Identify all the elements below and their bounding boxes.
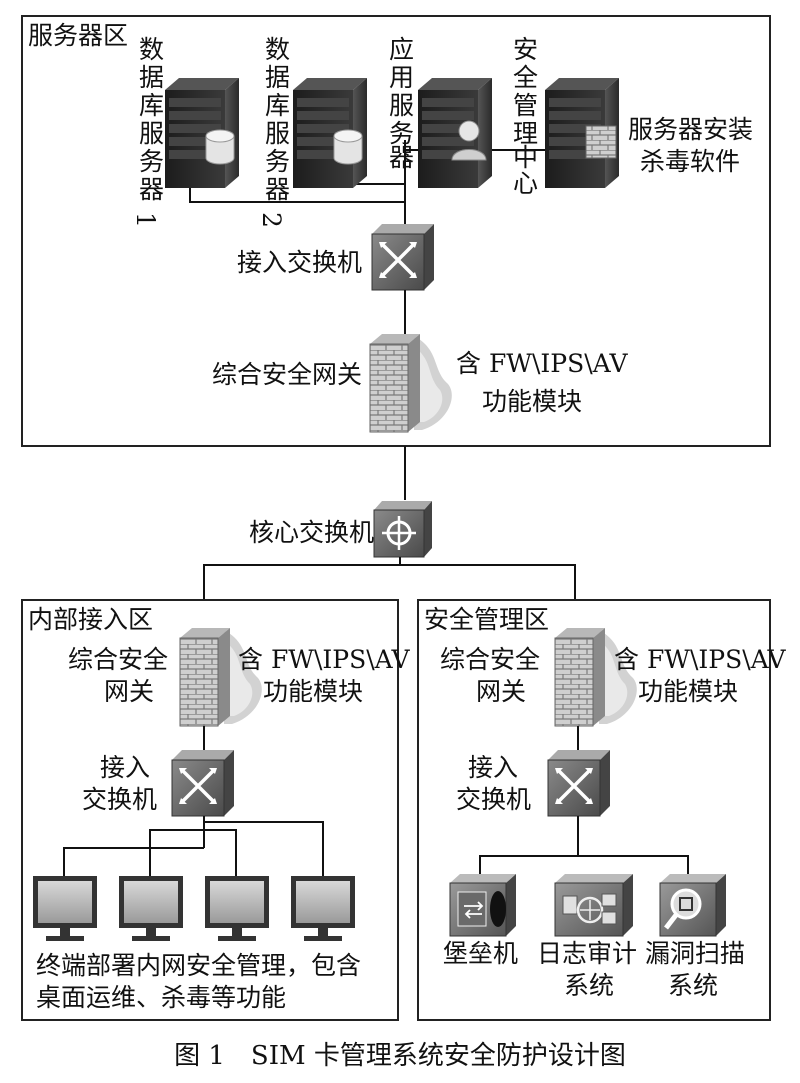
- svg-text:安: 安: [513, 35, 538, 64]
- gateway-note-line-2: 功能模块: [482, 387, 582, 416]
- sec-switch-icon: [546, 748, 612, 818]
- app-server-icon: [418, 78, 492, 188]
- mini-firewall-icon: [585, 125, 617, 159]
- figure-caption: 图 1 SIM 卡管理系统安全防护设计图: [174, 1041, 626, 1071]
- terminal-note-line-2: 桌面运维、杀毒等功能: [36, 983, 286, 1012]
- inner-switch-icon: [170, 748, 236, 818]
- svg-text:数: 数: [265, 35, 290, 64]
- server-zone-title: 服务器区: [28, 21, 128, 50]
- inner-switch-wiring: [63, 816, 324, 878]
- server-zone-box: [21, 15, 771, 447]
- core-switch-icon: [373, 501, 432, 558]
- svg-text:2: 2: [257, 212, 286, 228]
- svg-text:心: 心: [513, 169, 538, 198]
- svg-text:管: 管: [513, 91, 538, 120]
- vuln-scan-label-2: 系统: [668, 971, 718, 1000]
- svg-text:理: 理: [513, 119, 538, 148]
- vuln-scan-icon: [659, 874, 726, 937]
- sec-zone-title: 安全管理区: [424, 605, 549, 634]
- firewall-icon: [369, 333, 453, 433]
- log-audit-label-1: 日志审计: [537, 939, 637, 968]
- svg-text:服: 服: [389, 91, 414, 120]
- log-audit-icon: [554, 874, 633, 937]
- core-switch-label: 核心交换机: [249, 518, 374, 547]
- sec-gateway-label-2: 网关: [476, 677, 526, 706]
- inner-firewall-icon: [179, 627, 263, 727]
- inner-switch-label-2: 交换机: [82, 785, 157, 814]
- vuln-scan-label-1: 漏洞扫描: [645, 939, 745, 968]
- svg-text:务: 务: [265, 147, 290, 176]
- user-icon: [451, 120, 487, 161]
- svg-text:器: 器: [265, 175, 290, 204]
- inner-zone-box: [21, 599, 399, 1021]
- inner-gateway-note-2: 功能模块: [263, 677, 363, 706]
- bastion-host-icon: [449, 874, 516, 937]
- svg-text:数: 数: [139, 35, 164, 64]
- svg-text:应: 应: [389, 35, 414, 64]
- sec-switch-wiring: [479, 816, 689, 874]
- database-icon: [333, 129, 363, 165]
- svg-text:1: 1: [131, 212, 160, 228]
- av-note-line-1: 服务器安装: [628, 115, 753, 144]
- gateway-note-line-1: 含 FW\IPS\AV: [456, 349, 628, 378]
- av-note-line-2: 杀毒软件: [640, 147, 740, 176]
- sec-switch-label-1: 接入: [468, 753, 518, 782]
- server-wiring: [189, 140, 548, 225]
- sec-switch-label-2: 交换机: [456, 785, 531, 814]
- monitor-icon: [205, 876, 269, 941]
- access-switch-label: 接入交换机: [237, 248, 362, 277]
- svg-text:器: 器: [139, 175, 164, 204]
- bastion-label: 堡垒机: [443, 939, 518, 968]
- gateway-label: 综合安全网关: [212, 360, 362, 389]
- security-center-label: 安 全 管 理 中 心: [513, 35, 538, 198]
- inner-gateway-label-2: 网关: [104, 677, 154, 706]
- svg-text:务: 务: [389, 119, 414, 148]
- svg-text:据: 据: [139, 63, 164, 92]
- database-icon: [205, 129, 235, 165]
- svg-text:务: 务: [139, 147, 164, 176]
- monitor-icon: [33, 876, 97, 941]
- inner-gateway-note-1: 含 FW\IPS\AV: [238, 645, 410, 674]
- core-to-zones-wire: [203, 557, 576, 600]
- svg-text:中: 中: [513, 143, 538, 172]
- svg-text:库: 库: [265, 91, 290, 120]
- sec-gateway-note-1: 含 FW\IPS\AV: [614, 645, 786, 674]
- sec-firewall-icon: [554, 627, 638, 727]
- db-server-1-label: 数 据 库 服 务 器 1: [131, 35, 164, 228]
- db-server-2-label: 数 据 库 服 务 器 2: [257, 35, 290, 228]
- svg-text:据: 据: [265, 63, 290, 92]
- monitor-icon: [119, 876, 183, 941]
- monitor-icon: [291, 876, 355, 941]
- svg-text:服: 服: [139, 119, 164, 148]
- sec-zone-box: [417, 599, 771, 1021]
- svg-text:服: 服: [265, 119, 290, 148]
- access-switch-icon: [370, 222, 436, 292]
- svg-text:库: 库: [139, 91, 164, 120]
- log-audit-label-2: 系统: [564, 971, 614, 1000]
- sec-gateway-label-1: 综合安全: [440, 645, 540, 674]
- svg-text:器: 器: [389, 143, 414, 172]
- app-server-label: 应 用 服 务 器: [389, 35, 414, 172]
- sec-gateway-note-2: 功能模块: [638, 677, 738, 706]
- inner-gateway-label-1: 综合安全: [68, 645, 168, 674]
- svg-text:全: 全: [513, 63, 538, 92]
- terminal-note-line-1: 终端部署内网安全管理，包含: [36, 951, 361, 980]
- inner-switch-label-1: 接入: [100, 753, 150, 782]
- terminal-monitors: [33, 876, 355, 941]
- inner-zone-title: 内部接入区: [28, 605, 153, 634]
- svg-text:用: 用: [389, 63, 414, 92]
